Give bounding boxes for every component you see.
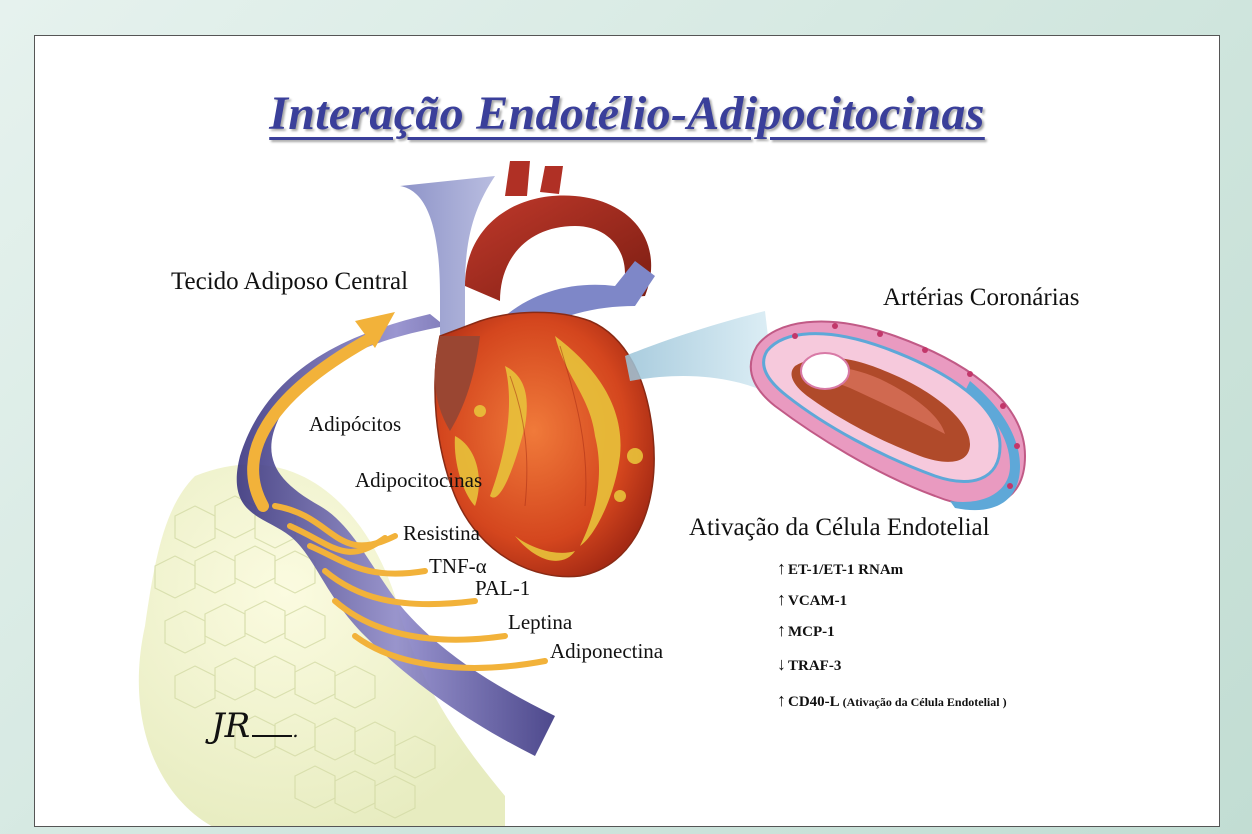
artist-signature: JR. bbox=[211, 706, 299, 746]
arrow-up-icon: ↑ bbox=[777, 589, 786, 610]
label-tecido-adiposo: Tecido Adiposo Central bbox=[171, 268, 408, 296]
label-ativacao-celula: Ativação da Célula Endotelial bbox=[689, 514, 990, 542]
page-title: Interação Endotélio-Adipocitocinas bbox=[35, 86, 1219, 141]
label-adipocitocinas: Adipocitocinas bbox=[355, 468, 482, 493]
marker-note: (Ativação da Célula Endotelial ) bbox=[843, 695, 1007, 709]
label-adiponectina: Adiponectina bbox=[550, 639, 663, 664]
diagram-panel: Interação Endotélio-Adipocitocinas Tecid… bbox=[34, 35, 1220, 827]
coronary-artery bbox=[751, 322, 1025, 511]
arrow-up-icon: ↑ bbox=[777, 690, 786, 711]
arrow-up-icon: ↑ bbox=[777, 558, 786, 579]
aorta-branch bbox=[505, 161, 530, 196]
label-adipocitos: Adipócitos bbox=[309, 412, 401, 437]
label-resistina: Resistina bbox=[403, 521, 480, 546]
label-leptina: Leptina bbox=[508, 610, 572, 635]
marker-item: ↑CD40-L (Ativação da Célula Endotelial ) bbox=[777, 690, 1007, 711]
aorta-branch bbox=[540, 166, 563, 194]
marker-item: ↓TRAF-3 bbox=[777, 654, 841, 675]
label-pal-1: PAL-1 bbox=[475, 576, 530, 601]
label-arterias-coronarias: Artérias Coronárias bbox=[883, 284, 1079, 312]
marker-item: ↑VCAM-1 bbox=[777, 589, 847, 610]
arrow-up-icon: ↑ bbox=[777, 620, 786, 641]
marker-item: ↑ET-1/ET-1 RNAm bbox=[777, 558, 903, 579]
marker-item: ↑MCP-1 bbox=[777, 620, 835, 641]
arrow-down-icon: ↓ bbox=[777, 654, 786, 675]
